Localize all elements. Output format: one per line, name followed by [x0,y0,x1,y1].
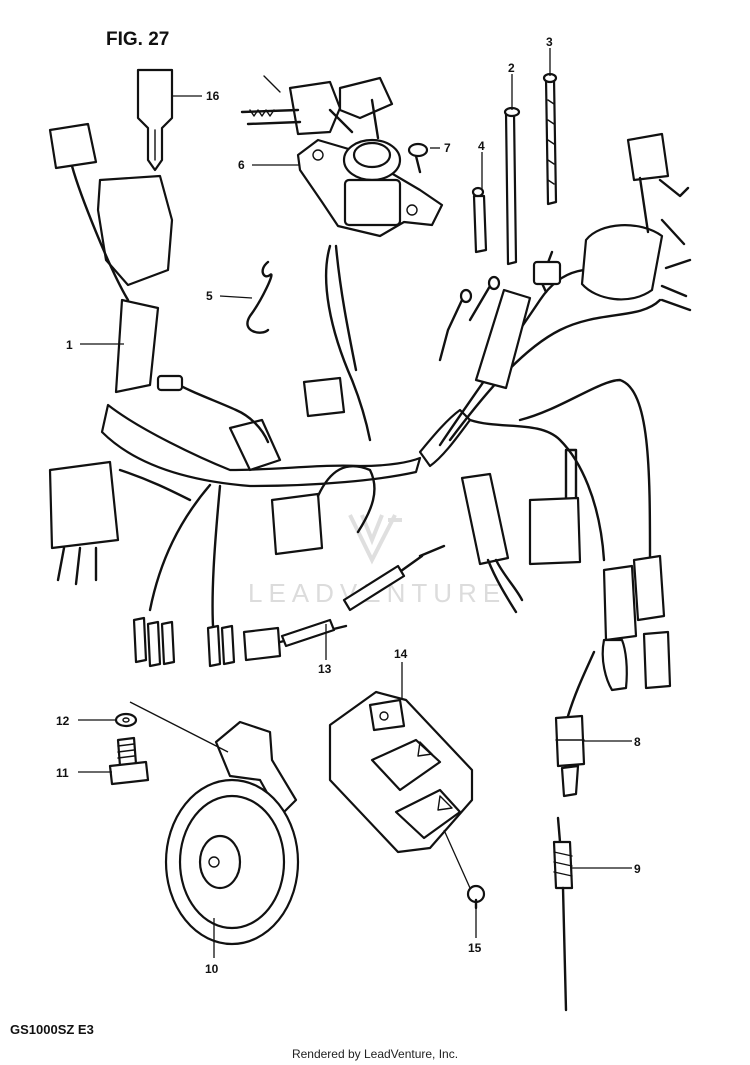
part-11-bolt [108,736,150,786]
part-14-regulator [328,690,474,854]
callout-labels: 1 2 3 4 5 6 7 8 9 10 11 12 13 14 15 16 [56,35,641,976]
part-12-washer [114,712,138,728]
callout-5: 5 [206,289,213,303]
part-4-clamp [471,186,488,254]
footer-credit: Rendered by LeadVenture, Inc. [291,1047,459,1061]
callout-12: 12 [56,714,70,728]
part-10-horn [164,720,300,946]
part-16-key-blank [136,68,174,172]
callout-13: 13 [318,662,332,676]
callout-2: 2 [508,61,515,75]
part-13-lead-wire [242,544,446,662]
callout-10: 10 [205,962,219,976]
callout-15: 15 [468,941,482,955]
callout-4: 4 [478,139,485,153]
part-5-wire-clip [246,260,273,334]
part-1-wiring-harness [48,122,692,692]
callout-11: 11 [56,766,69,780]
callout-14: 14 [394,647,408,661]
leader-lines [78,48,632,958]
model-code: GS1000SZ E3 [10,1022,94,1037]
part-3-clamp [542,72,558,206]
part-9-spring [552,816,574,1012]
callout-6: 6 [238,158,245,172]
part-7-screw [407,142,429,174]
part-2-clamp [503,106,521,266]
part-6-ignition-switch [240,75,444,238]
callout-9: 9 [634,862,641,876]
figure-title: FIG. 27 [106,29,169,50]
callout-1: 1 [66,338,73,352]
part-8-switch [554,650,596,798]
callout-3: 3 [546,35,553,49]
callout-8: 8 [634,735,641,749]
callout-16: 16 [206,89,220,103]
callout-7: 7 [444,141,451,155]
